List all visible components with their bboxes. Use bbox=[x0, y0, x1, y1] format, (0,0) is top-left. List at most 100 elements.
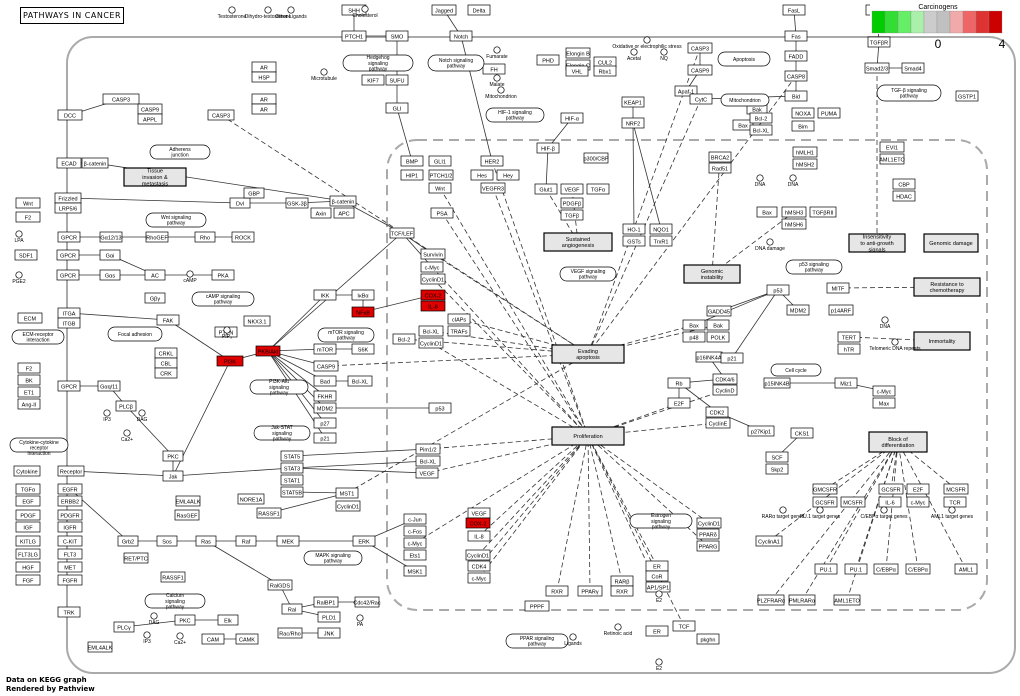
gene-nqo1[interactable]: NQO1 bbox=[649, 223, 673, 235]
gene-cox2b[interactable]: COX-2 bbox=[465, 517, 491, 529]
gene-ciaps[interactable]: cIAPs bbox=[447, 313, 471, 325]
gene-pmlrara[interactable]: PMLRARα bbox=[788, 594, 816, 606]
gene-egf[interactable]: EGF bbox=[15, 495, 41, 507]
gene-p21b[interactable]: p21 bbox=[720, 352, 744, 364]
gene-pparg[interactable]: PPARG bbox=[696, 540, 720, 552]
gene-cdk4a[interactable]: CDK4 bbox=[467, 560, 491, 572]
gene-trk[interactable]: TRK bbox=[57, 606, 81, 618]
gene-fasl[interactable]: FasL bbox=[782, 4, 806, 16]
gene-rarb[interactable]: RARβ bbox=[610, 575, 634, 587]
gene-tgfbrii[interactable]: TGFβRII bbox=[809, 206, 837, 218]
gene-pdgfb[interactable]: PDGFβ bbox=[560, 197, 584, 209]
gene-cmyc2[interactable]: c-Myc bbox=[403, 537, 427, 549]
gene-gstp1[interactable]: GSTP1 bbox=[955, 90, 979, 102]
gene-psa[interactable]: PSA bbox=[430, 207, 454, 219]
gene-camk[interactable]: CAMK bbox=[235, 633, 259, 645]
gene-bk[interactable]: BK bbox=[17, 374, 41, 386]
gene-rad51[interactable]: Rad51 bbox=[708, 162, 732, 174]
gene-fkhr[interactable]: FKHR bbox=[313, 390, 337, 402]
gene-gpcr3[interactable]: GPCR bbox=[56, 269, 80, 281]
gene-hifa[interactable]: HIF-α bbox=[560, 112, 584, 124]
gene-nfkb[interactable]: NFκB bbox=[351, 306, 375, 318]
gene-smo[interactable]: SMO bbox=[385, 30, 409, 42]
gene-raf[interactable]: Raf bbox=[235, 535, 257, 547]
gene-brca2[interactable]: BRCA2 bbox=[708, 151, 732, 163]
gene-ecm[interactable]: ECM bbox=[17, 312, 43, 324]
gene-bclxl2[interactable]: Bcl-XL bbox=[418, 325, 444, 337]
gene-notch[interactable]: Notch bbox=[449, 30, 473, 42]
gene-tgfb[interactable]: TGFβ bbox=[560, 209, 584, 221]
gene-tgfbr[interactable]: TGFβR bbox=[867, 36, 891, 48]
gene-rock[interactable]: ROCK bbox=[231, 231, 255, 243]
gene-emlalk1[interactable]: EML4ALK bbox=[176, 495, 201, 507]
gene-elk[interactable]: Elk bbox=[217, 614, 239, 626]
gene-cox2[interactable]: COX-2 bbox=[420, 289, 446, 301]
gene-gpcr4[interactable]: GPCR bbox=[57, 380, 81, 392]
gene-cebpa1[interactable]: C/EBPα bbox=[873, 563, 899, 575]
gene-p27kip1[interactable]: p27Kip1 bbox=[747, 425, 775, 437]
gene-rasgef[interactable]: RasGEF bbox=[174, 509, 200, 521]
gene-igfr[interactable]: IGFR bbox=[57, 521, 83, 533]
gene-ppary[interactable]: PPARγ bbox=[577, 585, 603, 597]
gene-ga1213[interactable]: Gα12/13 bbox=[99, 231, 123, 243]
gene-gai[interactable]: Gαi bbox=[99, 249, 121, 261]
gene-ralgds[interactable]: RalGDS bbox=[267, 579, 293, 591]
gene-polk[interactable]: POLK bbox=[706, 331, 730, 343]
gene-hsp[interactable]: HSP bbox=[251, 71, 277, 83]
gene-mtor[interactable]: mTOR bbox=[313, 343, 337, 355]
gene-cor[interactable]: CoR bbox=[645, 570, 669, 582]
gene-bad[interactable]: Bad bbox=[313, 375, 337, 387]
gene-tcf[interactable]: TCF bbox=[672, 620, 696, 632]
gene-cfos[interactable]: c-Fos bbox=[403, 525, 427, 537]
gene-survivin[interactable]: Survivin bbox=[420, 248, 446, 260]
gene-ptch12[interactable]: PTCH1/2 bbox=[428, 169, 454, 181]
gene-met[interactable]: MET bbox=[57, 561, 83, 573]
gene-tgfa[interactable]: TGFα bbox=[15, 483, 41, 495]
gene-cytokine[interactable]: Cytokine bbox=[13, 465, 41, 477]
gene-mst1[interactable]: MST1 bbox=[335, 487, 359, 499]
gene-fh[interactable]: FH bbox=[482, 63, 506, 75]
gene-gpcr2[interactable]: GPCR bbox=[56, 249, 80, 261]
gene-stat1[interactable]: STAT1 bbox=[280, 474, 304, 486]
gene-pu1a[interactable]: PU.1 bbox=[814, 563, 838, 575]
gene-cyclina1[interactable]: CyclinA1 bbox=[755, 535, 783, 547]
gene-er2[interactable]: ER bbox=[645, 625, 669, 637]
gene-smad4[interactable]: Smad4 bbox=[901, 62, 925, 74]
gene-bmp[interactable]: BMP bbox=[400, 155, 424, 167]
gene-gcsfr2[interactable]: GCSFR bbox=[878, 483, 904, 495]
gene-tert[interactable]: TERT bbox=[837, 331, 861, 343]
gene-plcg[interactable]: PLCγ bbox=[113, 621, 135, 633]
gene-bak2[interactable]: Bak bbox=[706, 319, 730, 331]
gene-pka[interactable]: PKA bbox=[211, 269, 235, 281]
gene-gbp[interactable]: GBP bbox=[243, 187, 265, 199]
gene-hes[interactable]: Hes bbox=[470, 169, 494, 181]
gene-php[interactable]: PHD bbox=[536, 54, 560, 66]
gene-dcc[interactable]: DCC bbox=[57, 109, 83, 121]
gene-cyclind1e[interactable]: CyclinD1 bbox=[696, 517, 722, 529]
gene-bcl2a[interactable]: Bcl-2 bbox=[392, 333, 416, 345]
gene-msh6[interactable]: hMSH6 bbox=[781, 218, 807, 230]
gene-hdac[interactable]: HDAC bbox=[892, 190, 916, 202]
gene-cmyc4[interactable]: c-Myc bbox=[872, 385, 896, 397]
gene-hey[interactable]: Hey bbox=[496, 169, 520, 181]
gene-cks1[interactable]: CKS1 bbox=[790, 427, 814, 439]
gene-gas[interactable]: Gαs bbox=[99, 269, 121, 281]
gene-kitlg[interactable]: KITLG bbox=[15, 535, 41, 547]
gene-hgf[interactable]: HGF bbox=[15, 561, 41, 573]
gene-pu1b[interactable]: PU.1 bbox=[844, 563, 868, 575]
gene-s6k[interactable]: S6K bbox=[351, 343, 375, 355]
gene-wnt2[interactable]: Wnt bbox=[428, 182, 452, 194]
gene-grb2[interactable]: Grb2 bbox=[117, 535, 139, 547]
gene-rbx1[interactable]: Rbx1 bbox=[593, 65, 617, 77]
gene-stat3[interactable]: STAT3 bbox=[280, 462, 304, 474]
gene-vhl[interactable]: VHL bbox=[565, 65, 589, 77]
gene-nkx31[interactable]: NKX3.1 bbox=[243, 315, 271, 327]
gene-ap1sp1[interactable]: AP1/SP1 bbox=[645, 581, 671, 593]
